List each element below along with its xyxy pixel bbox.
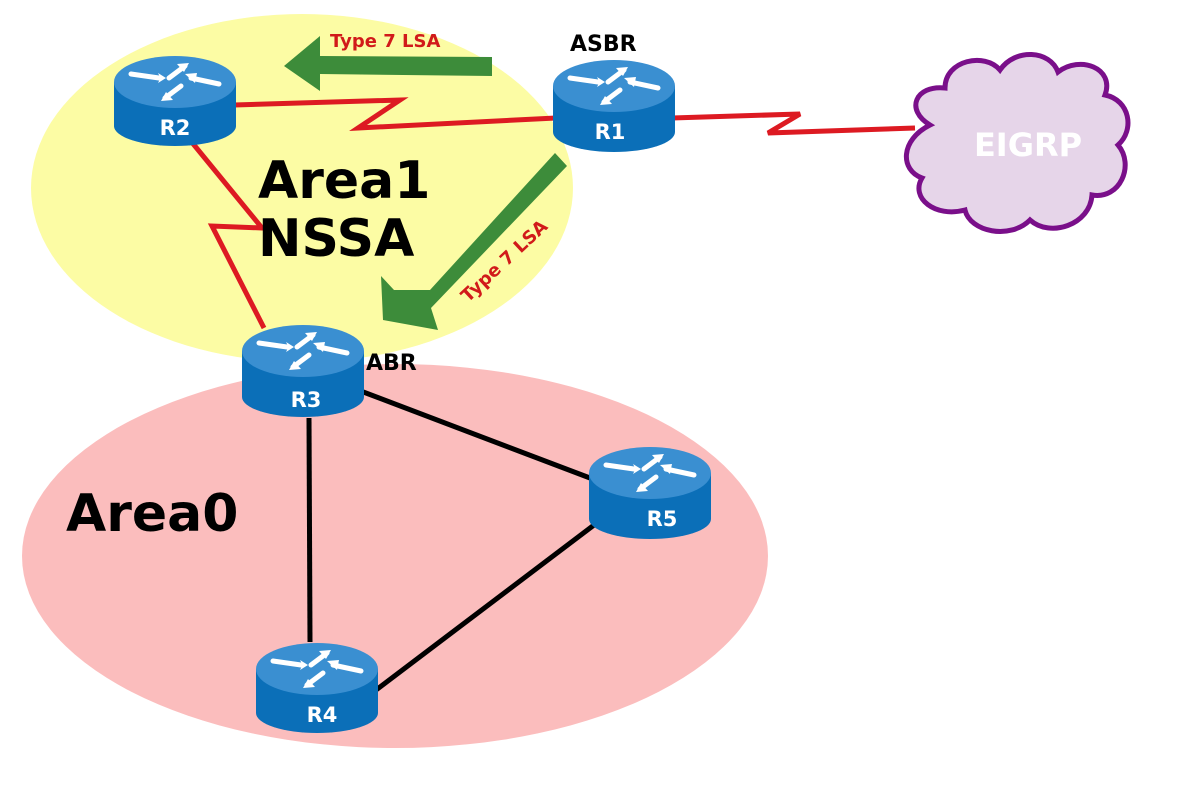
router-r5-name: R5 — [647, 507, 678, 531]
lsa-label-top: Type 7 LSA — [330, 31, 440, 52]
asbr-label: ASBR — [570, 32, 637, 57]
link-r3-r5 — [357, 387, 591, 481]
link-r3-r4 — [306, 417, 313, 643]
link-r1-eigrp — [671, 111, 916, 136]
cloud-icon — [904, 52, 1131, 234]
area0-title: Area0 — [66, 484, 238, 544]
link-r2-r1 — [233, 97, 557, 131]
area1-title: Area1 — [258, 151, 430, 211]
lsa-arrow-horizontal — [284, 36, 492, 91]
router-r4: R4 — [256, 643, 378, 733]
link-r2-r3 — [188, 138, 268, 330]
router-r3: R3 — [242, 325, 364, 417]
link-r5-r4 — [374, 520, 600, 692]
router-r5: R5 — [589, 447, 711, 539]
router-r3-name: R3 — [291, 388, 322, 412]
router-r1: R1 — [553, 60, 675, 152]
abr-label: ABR — [366, 351, 417, 376]
router-r2-name: R2 — [160, 116, 191, 140]
area0-region — [22, 364, 768, 748]
router-r2: R2 — [114, 56, 236, 146]
eigrp-cloud: EIGRP — [904, 52, 1131, 234]
router-r1-name: R1 — [595, 120, 626, 144]
eigrp-label: EIGRP — [974, 126, 1082, 164]
router-r4-name: R4 — [307, 703, 338, 727]
lsa-arrow-diagonal — [381, 153, 567, 330]
area1-type: NSSA — [258, 209, 414, 269]
